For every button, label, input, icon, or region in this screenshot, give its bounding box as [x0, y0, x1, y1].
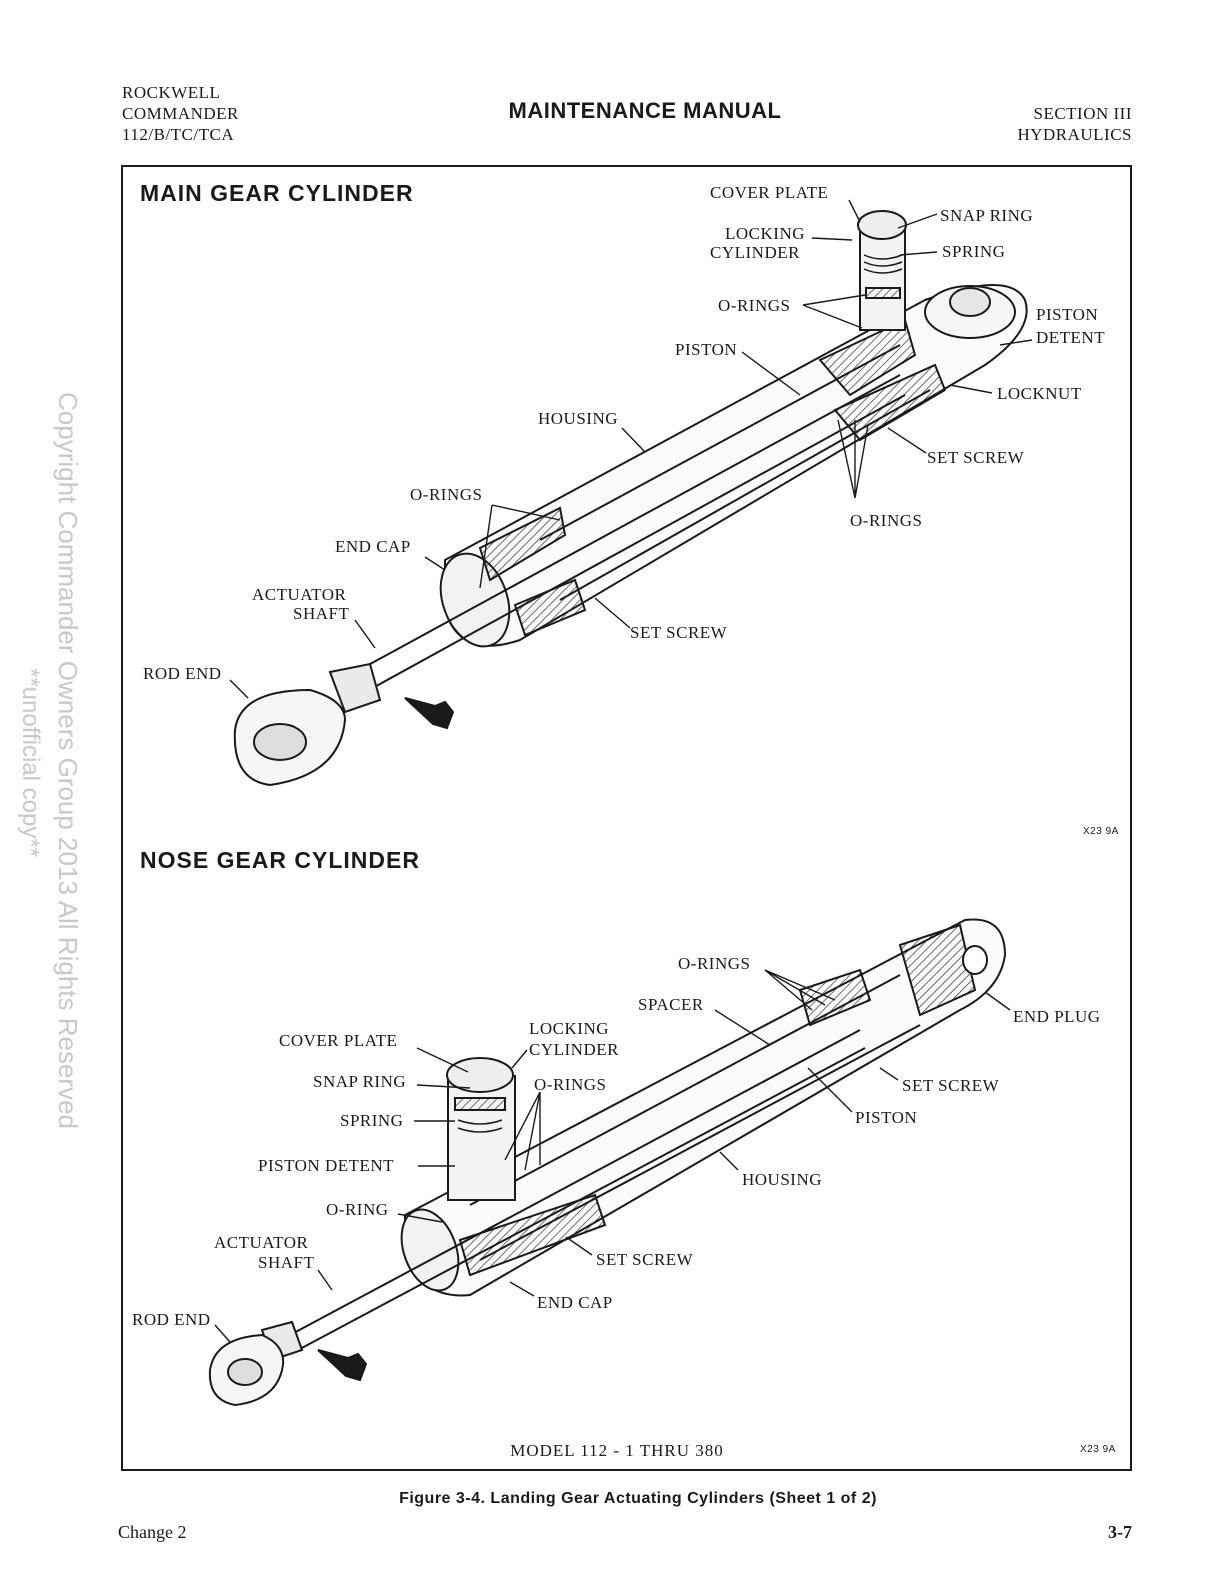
nose-label-locking: LOCKING: [529, 1019, 609, 1038]
nose-label-cylinder: CYLINDER: [529, 1040, 619, 1059]
nose-label-set-screw-lower: SET SCREW: [596, 1250, 694, 1269]
main-label-o-rings-left: O-RINGS: [410, 485, 483, 504]
nose-label-cover-plate: COVER PLATE: [279, 1031, 398, 1050]
nose-label-spring: SPRING: [340, 1111, 404, 1130]
figure-caption: Figure 3-4. Landing Gear Actuating Cylin…: [399, 1490, 877, 1507]
nose-label-o-rings-top: O-RINGS: [678, 954, 751, 973]
main-drawing-code: X23 9A: [1083, 826, 1119, 837]
main-label-locking: LOCKING: [725, 224, 805, 243]
main-label-piston-detent-2: DETENT: [1036, 328, 1106, 347]
main-label-actuator: ACTUATOR: [252, 585, 347, 604]
nose-gear-title: NOSE GEAR CYLINDER: [140, 847, 420, 873]
header-left-line: COMMANDER: [122, 104, 239, 123]
main-label-end-cap: END CAP: [335, 537, 411, 556]
nose-label-end-cap: END CAP: [537, 1293, 613, 1312]
header-left-line: ROCKWELL: [122, 83, 221, 102]
main-label-piston-detent-1: PISTON: [1036, 305, 1099, 324]
nose-label-actuator: ACTUATOR: [214, 1233, 309, 1252]
main-label-cover-plate: COVER PLATE: [710, 183, 829, 202]
header-section: SECTION III HYDRAULICS: [1017, 103, 1132, 145]
header-right-line: SECTION III: [1033, 104, 1132, 123]
main-label-snap-ring: SNAP RING: [940, 206, 1034, 225]
page-number: 3-7: [1108, 1522, 1132, 1542]
nose-label-piston-detent: PISTON DETENT: [258, 1156, 395, 1175]
nose-label-piston: PISTON: [855, 1108, 918, 1127]
nose-label-set-screw-right: SET SCREW: [902, 1076, 1000, 1095]
main-label-spring: SPRING: [942, 242, 1006, 261]
main-label-rod-end: ROD END: [143, 664, 222, 683]
main-label-shaft: SHAFT: [293, 604, 350, 623]
change-number: Change 2: [118, 1522, 187, 1542]
main-label-o-rings-right: O-RINGS: [850, 511, 923, 530]
nose-label-shaft: SHAFT: [258, 1253, 315, 1272]
header-right-line: HYDRAULICS: [1017, 125, 1132, 144]
main-leader-lines: [229, 199, 1033, 699]
nose-label-snap-ring: SNAP RING: [313, 1072, 407, 1091]
model-applicability: MODEL 112 - 1 THRU 380: [510, 1441, 724, 1460]
nose-gear-drawing: [208, 918, 1007, 1407]
main-gear-drawing: [233, 210, 1028, 787]
nose-label-o-rings-mid: O-RINGS: [534, 1075, 607, 1094]
main-label-locknut: LOCKNUT: [997, 384, 1082, 403]
header-manufacturer: ROCKWELL COMMANDER 112/B/TC/TCA: [122, 82, 239, 145]
nose-label-rod-end: ROD END: [132, 1310, 211, 1329]
nose-label-housing: HOUSING: [742, 1170, 822, 1189]
main-label-housing: HOUSING: [538, 409, 618, 428]
main-label-set-screw-lower: SET SCREW: [630, 623, 728, 642]
main-label-set-screw-right: SET SCREW: [927, 448, 1025, 467]
header-left-line: 112/B/TC/TCA: [122, 125, 235, 144]
nose-label-o-ring: O-RING: [326, 1200, 389, 1219]
figure-frame: [121, 165, 1132, 1471]
nose-drawing-code: X23 9A: [1080, 1444, 1116, 1455]
main-gear-title: MAIN GEAR CYLINDER: [140, 180, 414, 206]
main-label-o-rings-top: O-RINGS: [718, 296, 791, 315]
main-label-piston: PISTON: [675, 340, 738, 359]
page-title: MAINTENANCE MANUAL: [508, 98, 782, 123]
nose-label-spacer: SPACER: [638, 995, 704, 1014]
nose-leader-lines: [214, 969, 1011, 1343]
nose-label-end-plug: END PLUG: [1013, 1007, 1101, 1026]
main-label-cylinder: CYLINDER: [710, 243, 800, 262]
